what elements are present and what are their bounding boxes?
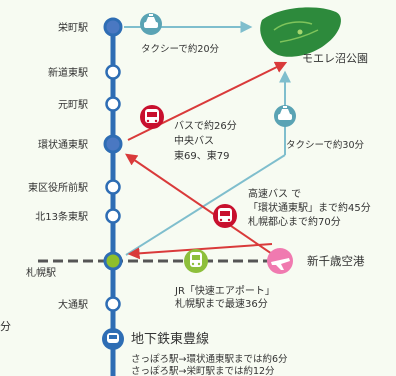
bus-route-numbers: 東69、東79 bbox=[174, 149, 229, 162]
jr-route-time: 札幌駅まで最速36分 bbox=[175, 297, 268, 310]
bus-icon bbox=[140, 105, 164, 129]
bus-icon bbox=[213, 204, 237, 228]
jr-route-label: JR「快速エアポート」 bbox=[174, 285, 275, 297]
station-higashi-kuyakusho-mae[interactable]: 東区役所前駅 bbox=[28, 179, 121, 195]
station-label: 環状通東駅 bbox=[38, 138, 88, 151]
station-label: 東区役所前駅 bbox=[28, 181, 88, 194]
station-label: 大通駅 bbox=[58, 298, 88, 311]
taxi-route-label-top: タクシーで約20分 bbox=[141, 43, 220, 55]
station-shindo-higashi[interactable]: 新道東駅 bbox=[48, 64, 121, 80]
station-sakaemachi[interactable]: 栄町駅 bbox=[58, 17, 123, 37]
highway-bus-kanjo: 「環状通東駅」まで約45分 bbox=[248, 201, 371, 214]
taxi-icon bbox=[140, 13, 162, 35]
bus-route-duration: バスで約26分 bbox=[174, 119, 237, 132]
station-kita13jo-higashi[interactable]: 北13条東駅 bbox=[35, 208, 121, 224]
station-kanjo-dori-higashi[interactable]: 環状通東駅 bbox=[38, 134, 123, 154]
edge-text-fragment: 分 bbox=[0, 320, 11, 333]
subway-line-label: 地下鉄東豊線 bbox=[131, 331, 209, 347]
taxi-route-arrow-right-base bbox=[125, 154, 286, 256]
subway-time-sakaemachi: さっぽろ駅→栄町駅までは約12分 bbox=[131, 365, 275, 376]
moerenuma-park[interactable]: モエレ沼公園 bbox=[260, 7, 368, 65]
subway-time-kanjo: さっぽろ駅→環状通東駅までは約6分 bbox=[131, 353, 288, 365]
highway-bus-arrow-kanjo bbox=[125, 153, 276, 257]
station-label: 栄町駅 bbox=[58, 22, 88, 34]
park-label: モエレ沼公園 bbox=[302, 51, 368, 65]
bus-route-operator: 中央バス bbox=[174, 134, 214, 147]
highway-bus-arrow-sapporo bbox=[127, 243, 273, 260]
station-label: 新道東駅 bbox=[48, 66, 88, 79]
highway-bus-label: 高速バス で bbox=[248, 187, 301, 200]
airport-label: 新千歳空港 bbox=[307, 254, 365, 268]
taxi-route-label-right: タクシーで約30分 bbox=[286, 139, 365, 151]
train-icon bbox=[184, 249, 208, 273]
station-label: 札幌駅 bbox=[26, 266, 56, 279]
station-motomachi[interactable]: 元町駅 bbox=[58, 96, 121, 112]
new-chitose-airport[interactable]: 新千歳空港 bbox=[267, 248, 365, 274]
highway-bus-sapporo: 札幌都心まで約70分 bbox=[248, 215, 341, 228]
station-label: 元町駅 bbox=[58, 99, 88, 111]
station-odori[interactable]: 大通駅 bbox=[58, 296, 121, 312]
taxi-icon bbox=[274, 105, 296, 127]
station-sapporo[interactable]: 札幌駅 bbox=[26, 251, 123, 279]
station-label: 北13条東駅 bbox=[35, 210, 88, 223]
subway-badge: 地下鉄東豊線 bbox=[102, 328, 209, 350]
